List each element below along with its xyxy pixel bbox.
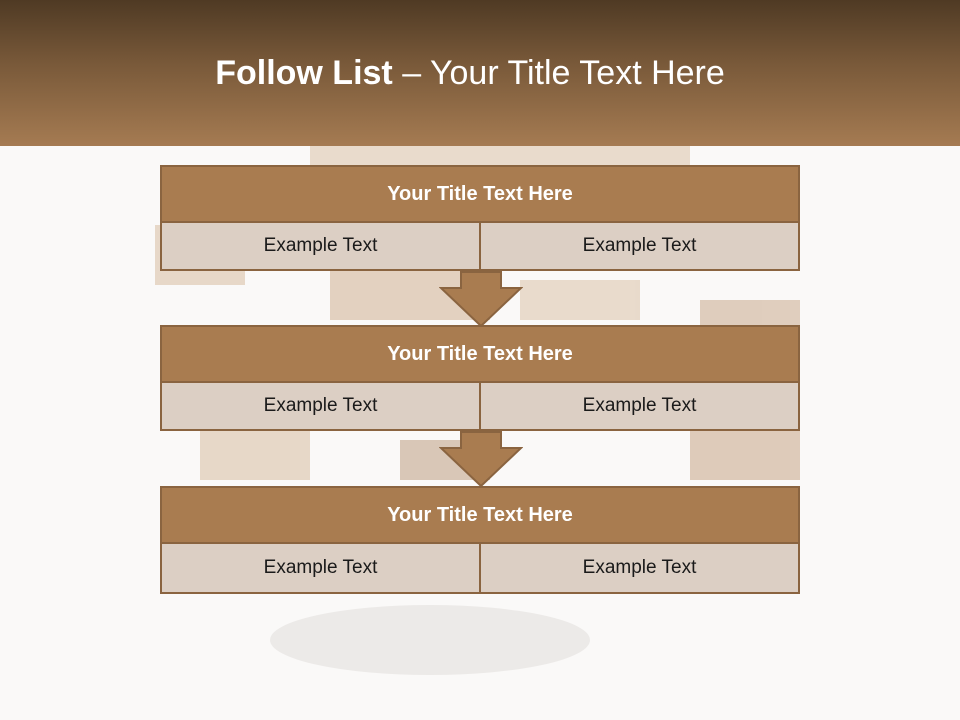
step-block-1: Your Title Text Here Example Text Exampl… xyxy=(160,165,800,271)
step-row: Example Text Example Text xyxy=(162,383,798,429)
down-arrow-icon xyxy=(439,271,523,328)
step-cell-right: Example Text xyxy=(479,544,798,592)
down-arrow-icon xyxy=(439,431,523,488)
step-title: Your Title Text Here xyxy=(162,327,798,383)
step-block-3: Your Title Text Here Example Text Exampl… xyxy=(160,486,800,594)
slide-title-bold: Follow List xyxy=(215,54,393,92)
step-cell-left: Example Text xyxy=(162,383,479,429)
step-cell-left: Example Text xyxy=(162,544,479,592)
step-row: Example Text Example Text xyxy=(162,544,798,592)
step-cell-right: Example Text xyxy=(479,383,798,429)
step-title: Your Title Text Here xyxy=(162,167,798,223)
header-banner xyxy=(0,0,960,146)
step-title: Your Title Text Here xyxy=(162,488,798,544)
step-block-2: Your Title Text Here Example Text Exampl… xyxy=(160,325,800,431)
slide-title-rest: – Your Title Text Here xyxy=(392,54,725,92)
step-row: Example Text Example Text xyxy=(162,223,798,269)
step-cell-right: Example Text xyxy=(479,223,798,269)
step-cell-left: Example Text xyxy=(162,223,479,269)
slide-title: Follow List – Your Title Text Here xyxy=(0,54,940,93)
